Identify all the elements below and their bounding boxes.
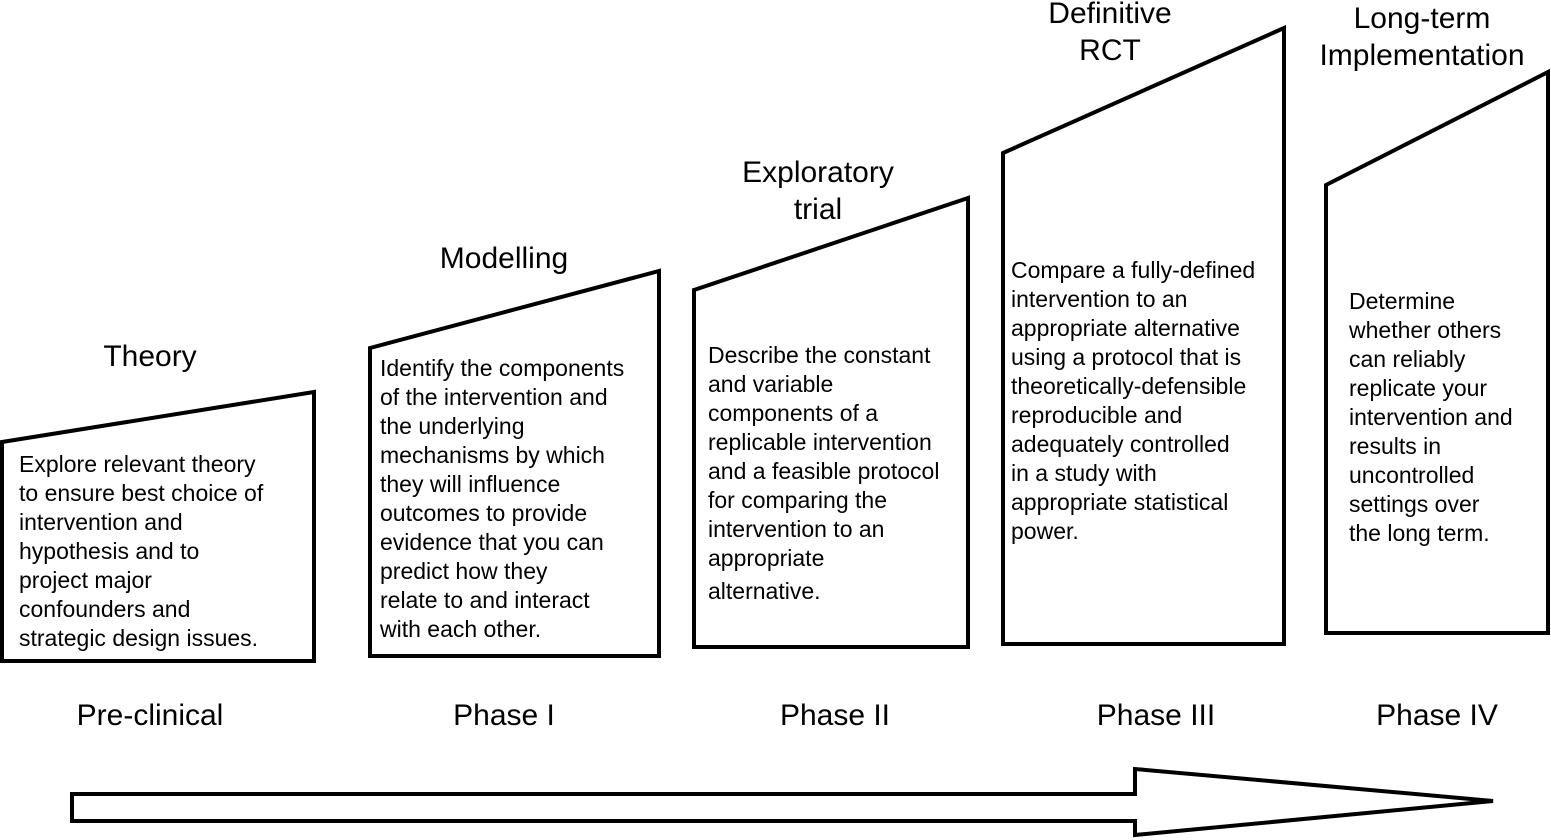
description-line: Describe the constant xyxy=(708,342,931,368)
stage-box-theory xyxy=(0,389,316,663)
description-line: replicate your xyxy=(1349,375,1488,401)
description-line: the underlying xyxy=(380,413,525,439)
stage-title-line: trial xyxy=(793,193,843,226)
stage-title-line: Implementation xyxy=(1319,39,1525,72)
description-line: settings over xyxy=(1349,491,1480,517)
description-line: appropriate statistical xyxy=(1011,489,1229,515)
description-line: results in xyxy=(1349,433,1442,459)
description-line: intervention to an xyxy=(1011,286,1188,312)
description-line: Determine xyxy=(1349,288,1456,314)
description-line: they will influence xyxy=(380,471,561,497)
stage-description-theory: Explore relevant theory to ensure best c… xyxy=(19,450,263,653)
stage-title-line: Exploratory xyxy=(742,156,894,189)
description-line: the long term. xyxy=(1349,520,1490,546)
stage-box-long-term-implementation xyxy=(1324,68,1550,635)
stage-description-exploratory-trial: Describe the constant and variable compo… xyxy=(708,341,939,606)
phase-label-pre-clinical: Pre-clinical xyxy=(76,699,224,732)
description-line: for comparing the xyxy=(708,487,887,513)
stage-description-long-term-implementation: Determine whether others can reliably re… xyxy=(1349,287,1513,548)
description-line: components of a xyxy=(708,400,879,426)
description-line: uncontrolled xyxy=(1349,462,1475,488)
description-line: of the intervention and xyxy=(380,384,608,410)
description-line: and variable xyxy=(708,371,834,397)
phase-label-phase-iv: Phase IV xyxy=(1376,699,1498,732)
stage-box-definitive-rct xyxy=(1001,24,1286,646)
description-line: alternative. xyxy=(708,578,821,604)
description-line: predict how they xyxy=(380,558,548,584)
description-line: can reliably xyxy=(1349,346,1466,372)
description-line: Compare a fully-defined xyxy=(1011,257,1256,283)
stage-title-definitive-rct: Definitive RCT xyxy=(1020,0,1200,69)
description-line: reproducible and xyxy=(1011,402,1183,428)
stage-title-exploratory-trial: Exploratory trial xyxy=(718,154,918,228)
stage-box-exploratory-trial xyxy=(692,195,970,649)
description-line: theoretically-defensible xyxy=(1011,373,1247,399)
stage-title-long-term-implementation: Long-term Implementation xyxy=(1302,0,1542,74)
description-line: mechanisms by which xyxy=(380,442,605,468)
stage-description-definitive-rct: Compare a fully-defined intervention to … xyxy=(1011,256,1255,546)
description-line: Identify the components xyxy=(380,355,625,381)
description-line: in a study with xyxy=(1011,460,1157,486)
progression-arrow xyxy=(70,766,1494,838)
stage-title-line: RCT xyxy=(1079,34,1141,67)
description-line: replicable intervention xyxy=(708,429,932,455)
description-line: to ensure best choice of xyxy=(19,480,264,506)
description-line: hypothesis and to xyxy=(19,538,200,564)
stage-title-theory: Theory xyxy=(70,338,230,375)
description-line: intervention and xyxy=(1349,404,1513,430)
description-line: whether others xyxy=(1349,317,1502,343)
description-line: relate to and interact xyxy=(380,587,590,613)
description-line: strategic design issues. xyxy=(19,625,259,651)
stage-description-modelling: Identify the components of the intervent… xyxy=(380,354,624,644)
description-line: intervention to an xyxy=(708,516,885,542)
phase-label-phase-i: Phase I xyxy=(453,699,555,732)
description-line: with each other. xyxy=(380,616,542,642)
stage-title-modelling: Modelling xyxy=(404,240,604,277)
description-line: project major xyxy=(19,567,152,593)
description-line: Explore relevant theory xyxy=(19,451,256,477)
stage-title-line: Theory xyxy=(103,340,197,373)
phase-label-phase-iii: Phase III xyxy=(1096,699,1216,732)
stage-title-line: Definitive xyxy=(1048,0,1172,30)
description-line: confounders and xyxy=(19,596,191,622)
description-line: power. xyxy=(1011,518,1079,544)
description-line: using a protocol that is xyxy=(1011,344,1242,370)
description-line: intervention and xyxy=(19,509,183,535)
phase-label-phase-ii: Phase II xyxy=(779,699,891,732)
description-line: appropriate alternative xyxy=(1011,315,1240,341)
description-line: and a feasible protocol xyxy=(708,458,940,484)
description-line: appropriate xyxy=(708,545,825,571)
stage-box-modelling xyxy=(368,268,661,658)
stage-title-line: Modelling xyxy=(439,242,569,275)
description-line: adequately controlled xyxy=(1011,431,1230,457)
description-line: evidence that you can xyxy=(380,529,604,555)
stage-title-line: Long-term xyxy=(1353,2,1491,35)
description-line: outcomes to provide xyxy=(380,500,588,526)
